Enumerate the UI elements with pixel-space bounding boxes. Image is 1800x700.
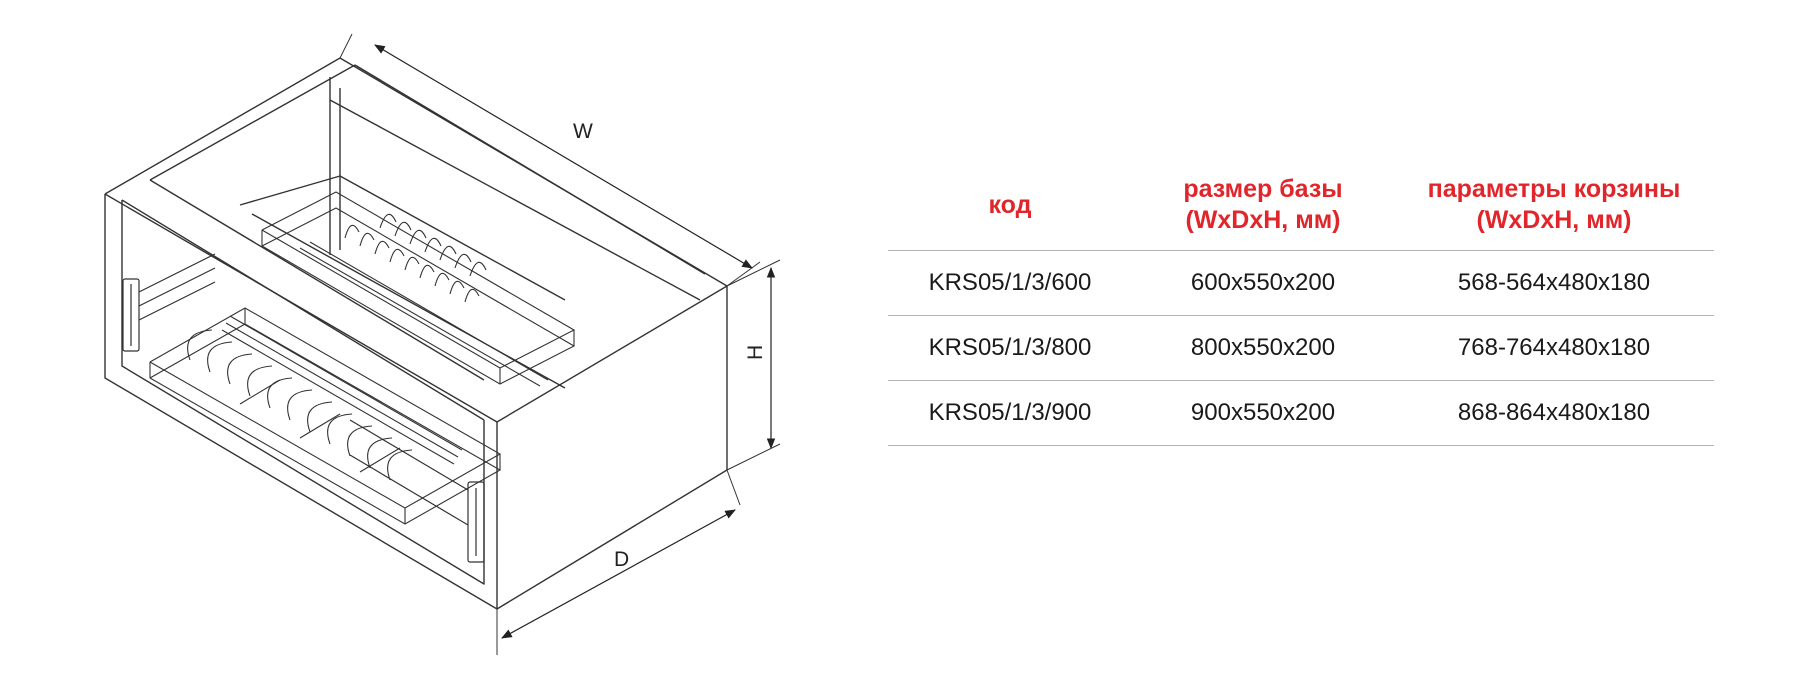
table-row: KRS05/1/3/600 600x550x200 568-564x480x18… (888, 250, 1714, 316)
width-dimension: W (339, 33, 761, 287)
cabinet-box (104, 57, 728, 610)
cell-basket-params: 868-864x480x180 (1394, 380, 1714, 446)
table-row: KRS05/1/3/800 800x550x200 768-764x480x18… (888, 315, 1714, 381)
depth-dimension: D (496, 469, 741, 655)
dimension-label-height: H (744, 345, 767, 360)
cell-basket-params: 568-564x480x180 (1394, 250, 1714, 316)
cell-basket-params: 768-764x480x180 (1394, 315, 1714, 381)
dimension-label-width: W (573, 120, 593, 143)
height-dimension: H (726, 259, 781, 471)
left-runner (122, 253, 216, 352)
spec-table: код размер базы (WxDxH, мм) параметры ко… (888, 162, 1714, 446)
plate-rack (149, 307, 502, 525)
cell-base-size: 900x550x200 (1132, 380, 1394, 446)
table-header-row: код размер базы (WxDxH, мм) параметры ко… (888, 162, 1714, 251)
cell-code: KRS05/1/3/800 (888, 315, 1132, 381)
cell-base-size: 600x550x200 (1132, 250, 1394, 316)
dish-rack (261, 191, 576, 387)
dimension-label-depth: D (614, 548, 629, 571)
table-row: KRS05/1/3/900 900x550x200 868-864x480x18… (888, 380, 1714, 446)
header-base-size: размер базы (WxDxH, мм) (1132, 162, 1394, 251)
header-code: код (888, 162, 1132, 251)
cell-code: KRS05/1/3/900 (888, 380, 1132, 446)
cabinet-basket-drawing: W H D (104, 33, 781, 655)
spec-table-container: код размер базы (WxDxH, мм) параметры ко… (888, 162, 1714, 446)
header-basket-params: параметры корзины (WxDxH, мм) (1394, 162, 1714, 251)
cell-code: KRS05/1/3/600 (888, 250, 1132, 316)
cell-base-size: 800x550x200 (1132, 315, 1394, 381)
